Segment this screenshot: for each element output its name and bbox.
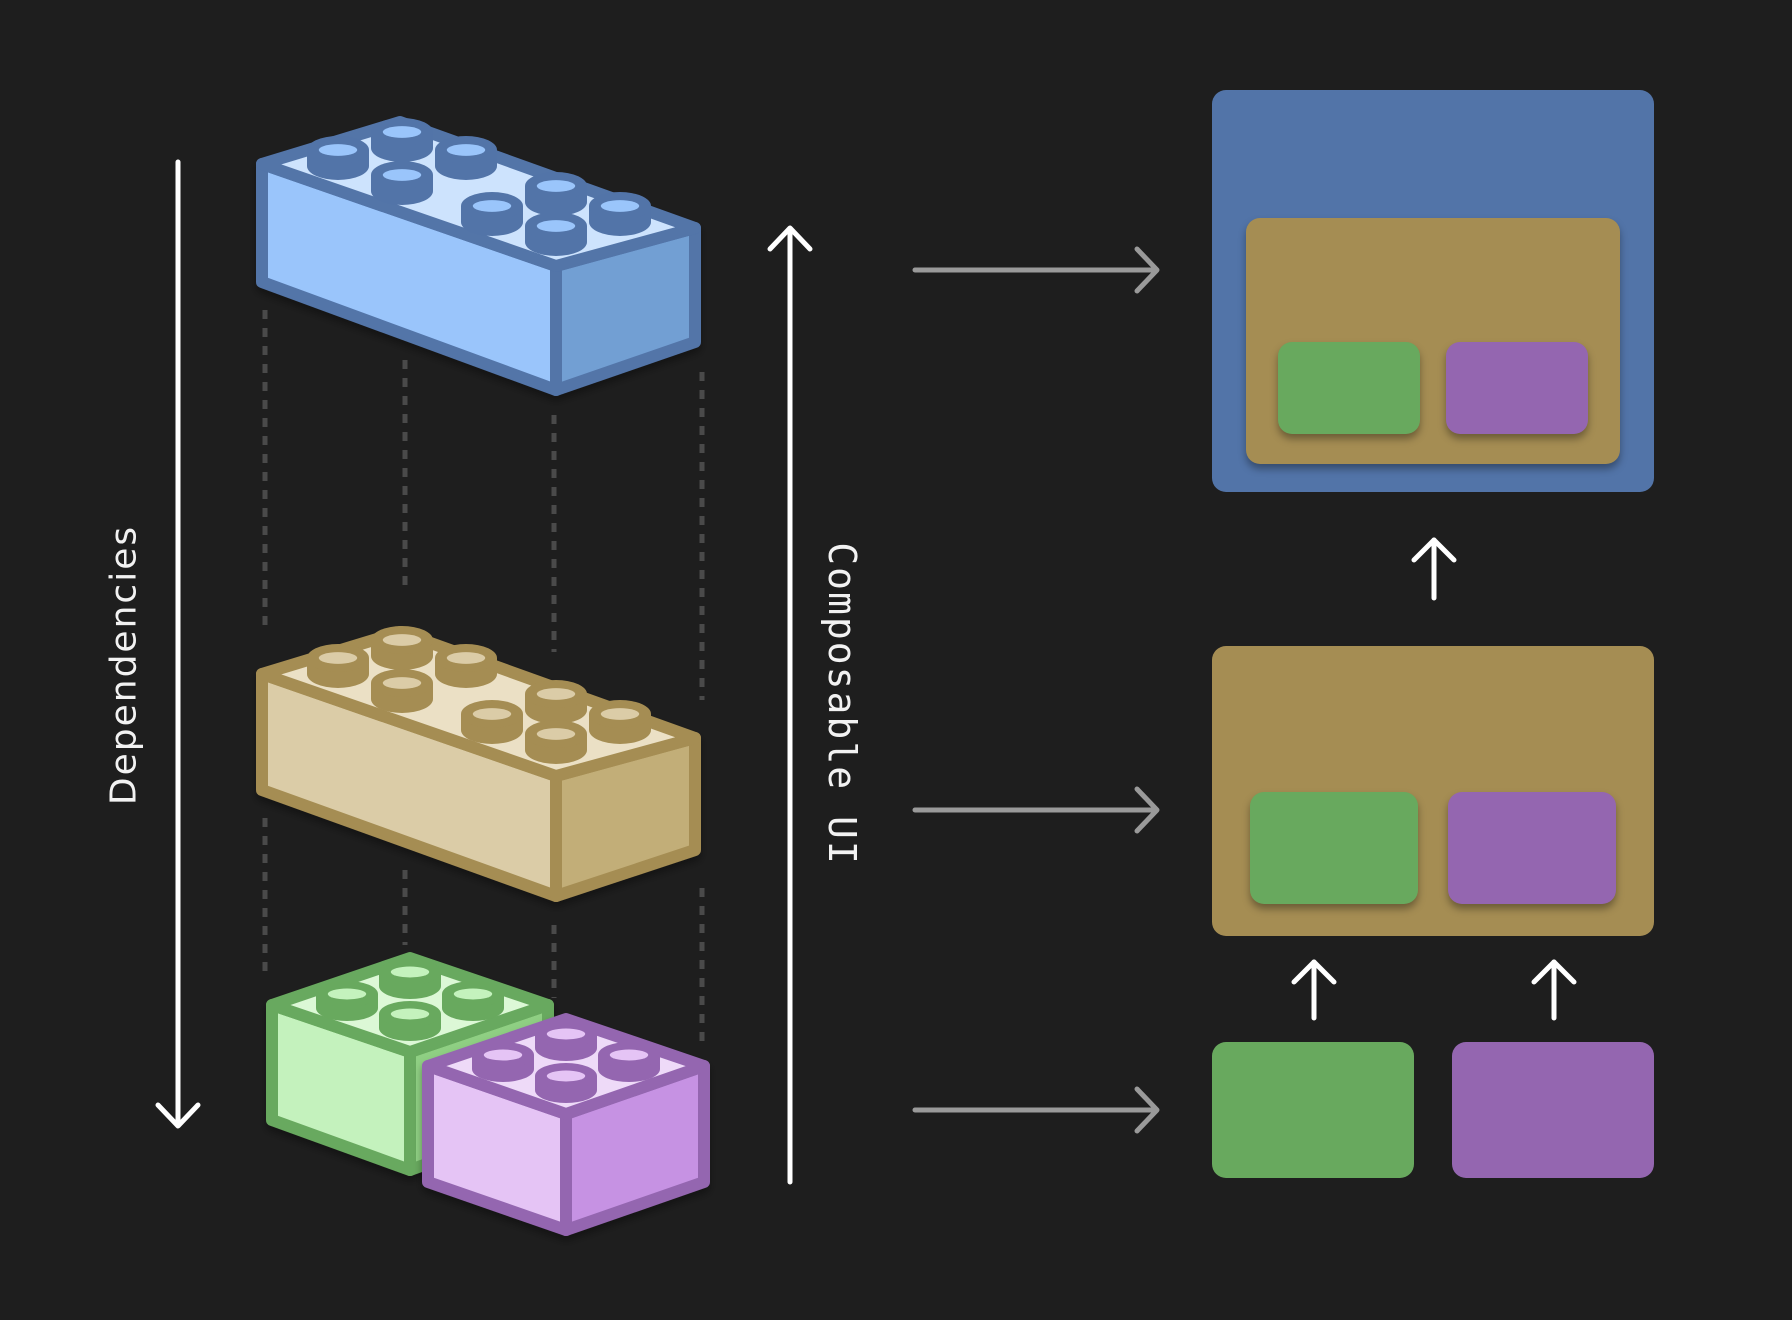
- brick-stud: [307, 644, 369, 688]
- brick-stud: [371, 161, 433, 205]
- screen-component: [1212, 90, 1654, 492]
- blue-brick-studs: [307, 118, 651, 256]
- brick-stud: [461, 700, 523, 744]
- brick-stud: [525, 680, 587, 724]
- brick-stud: [525, 720, 587, 764]
- green-brick-studs: [316, 959, 504, 1041]
- brick-stud: [535, 1021, 597, 1061]
- purple-component: [1446, 342, 1588, 434]
- map-arrows: [912, 246, 1160, 1134]
- green-component: [1250, 792, 1418, 904]
- green-component-standalone: [1212, 1042, 1414, 1178]
- purple-component-standalone: [1452, 1042, 1654, 1178]
- brick-stud: [589, 192, 651, 236]
- arrow-down-icon: [155, 1102, 201, 1129]
- brick-stud: [535, 1063, 597, 1103]
- brick-stud: [461, 192, 523, 236]
- arrow-right-icon: [912, 1086, 1160, 1134]
- arrow-right-icon: [912, 246, 1160, 294]
- brick-stud: [371, 626, 433, 670]
- section-component: [1246, 218, 1620, 464]
- purple-brick-studs: [472, 1021, 660, 1103]
- arrow-up-icon: [767, 225, 813, 252]
- brick-stud: [379, 1001, 441, 1041]
- brick-stud: [598, 1042, 660, 1082]
- arrow-up-icon: [1531, 959, 1577, 1021]
- brick-stud: [307, 136, 369, 180]
- composable-ui-arrow: [767, 225, 813, 1185]
- arrow-up-icon: [1411, 537, 1457, 601]
- brick-stud: [379, 959, 441, 999]
- brick-stud: [316, 981, 378, 1021]
- brick-stud: [525, 172, 587, 216]
- dotted-guides: [262, 310, 705, 1048]
- brick-stud: [442, 981, 504, 1021]
- brick-stud: [589, 700, 651, 744]
- green-component: [1278, 342, 1420, 434]
- tan-brick-studs: [307, 626, 651, 764]
- composable-ui-label: Composable UI: [820, 542, 864, 866]
- arrow-up-icon: [1291, 959, 1337, 1021]
- dependencies-label: Dependencies: [103, 524, 145, 806]
- brick-stud: [435, 644, 497, 688]
- brick-stud: [371, 669, 433, 713]
- dependencies-arrow: [155, 159, 201, 1129]
- brick-stud: [371, 118, 433, 162]
- purple-component: [1448, 792, 1616, 904]
- compose-arrows: [1291, 537, 1577, 1021]
- brick-stud: [525, 212, 587, 256]
- arrow-right-icon: [912, 786, 1160, 834]
- brick-stud: [472, 1042, 534, 1082]
- section-component-standalone: [1212, 646, 1654, 936]
- brick-stud: [435, 136, 497, 180]
